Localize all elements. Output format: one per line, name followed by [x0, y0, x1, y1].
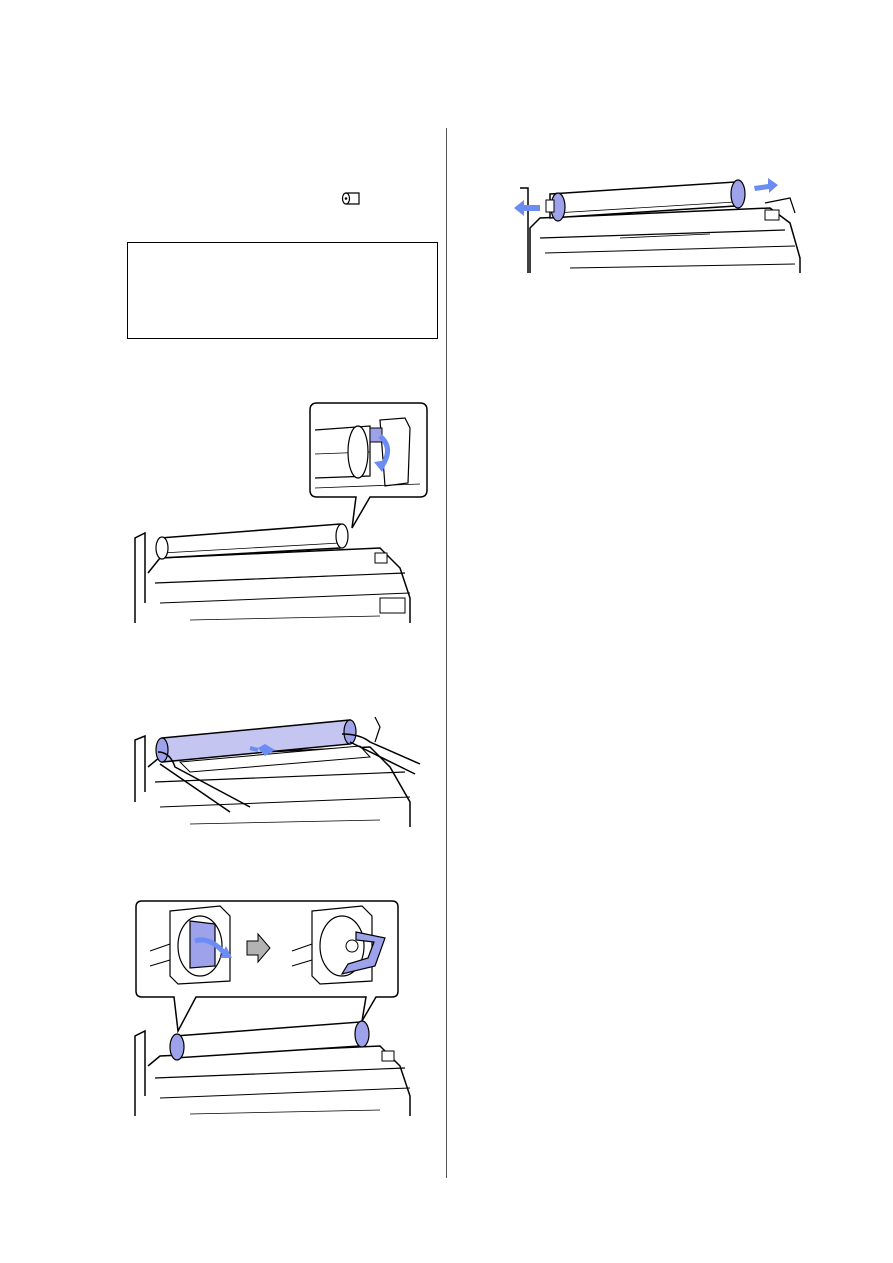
note-box [127, 242, 438, 339]
column-divider [446, 128, 447, 1178]
roll-to-holder-figure [130, 712, 430, 827]
roll-paper-icon [341, 191, 363, 207]
roll-removed-figure [510, 168, 810, 278]
adapter-lever-figure [130, 896, 430, 1116]
lock-lever-figure [130, 398, 430, 623]
